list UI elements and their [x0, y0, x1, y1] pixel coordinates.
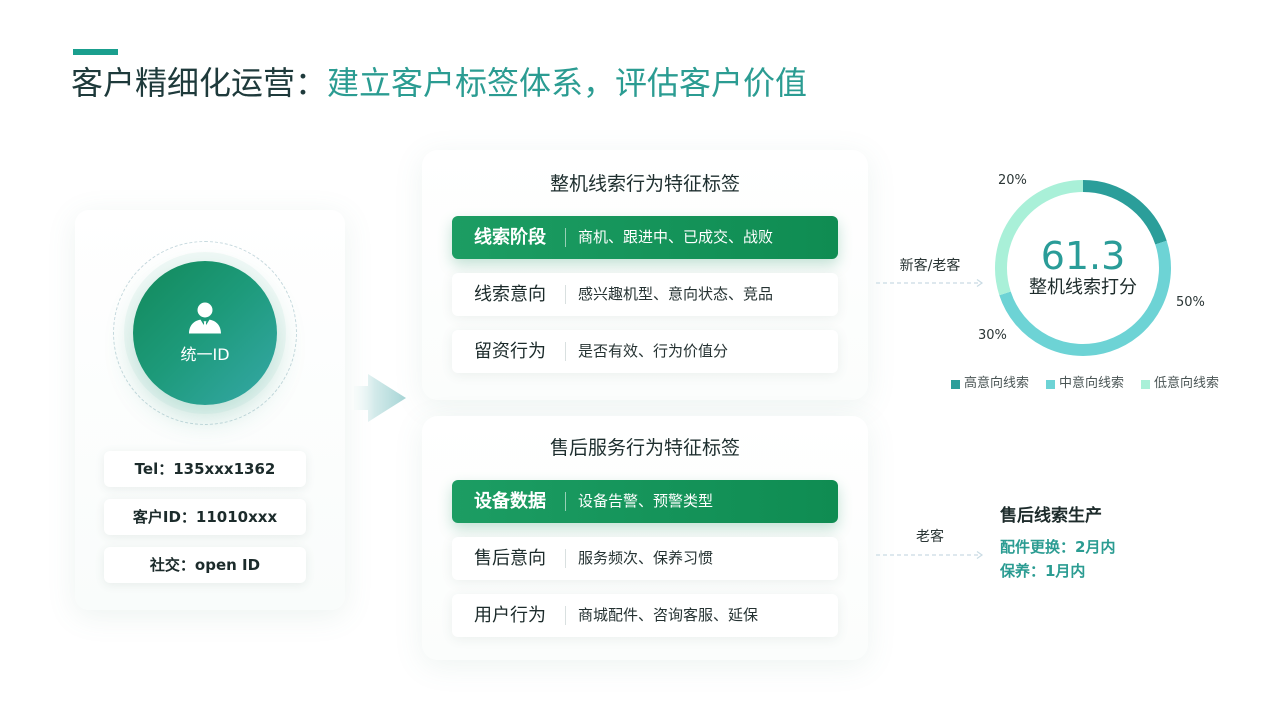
tag-row-values: 服务频次、保养习惯: [578, 549, 714, 567]
user-icon: [189, 302, 221, 334]
legend-label: 低意向线索: [1154, 376, 1220, 391]
tag-row-divider: [565, 492, 566, 511]
tag-row-values: 商机、跟进中、已成交、战败: [578, 228, 774, 246]
dashed-arrow-icon: [876, 551, 984, 559]
donut-value-label-high: 20%: [998, 173, 1027, 188]
tag-row: 售后意向 服务频次、保养习惯: [452, 537, 838, 580]
donut-segment-high-intent: [1082, 180, 1167, 245]
legend-item-medium-intent: 中意向线索: [1046, 376, 1124, 392]
slide-title: 客户精细化运营：建立客户标签体系，评估客户价值: [71, 63, 807, 103]
lead-score-value: 61.3: [1040, 234, 1126, 278]
legend-label: 中意向线索: [1059, 376, 1125, 391]
tag-row: 线索意向 感兴趣机型、意向状态、竞品: [452, 273, 838, 316]
flow-label-new-old-customers: 新客/老客: [899, 258, 961, 274]
tag-row: 线索阶段 商机、跟进中、已成交、战败: [452, 216, 838, 259]
tag-row-divider: [565, 285, 566, 304]
donut-segment-medium-intent: [999, 240, 1171, 356]
tag-row-name: 留资行为: [474, 341, 546, 362]
lead-score-label: 整机线索打分: [1029, 277, 1137, 298]
tag-row-divider: [565, 228, 566, 247]
unified-id-badge: 统一ID: [133, 261, 277, 405]
identity-field-customer-id: 客户ID：11010xxx: [104, 499, 306, 535]
legend-item-low-intent: 低意向线索: [1141, 376, 1219, 392]
after-sales-output-line: 配件更换：2月内: [1000, 538, 1116, 556]
tag-row: 设备数据 设备告警、预警类型: [452, 480, 838, 523]
tag-row-name: 线索意向: [474, 284, 546, 305]
lead-score-donut-chart: [995, 180, 1171, 356]
tag-row: 用户行为 商城配件、咨询客服、延保: [452, 594, 838, 637]
tag-row-name: 线索阶段: [474, 227, 546, 248]
donut-value-label-low: 30%: [978, 328, 1007, 343]
tag-row-divider: [565, 549, 566, 568]
tag-panel-title: 售后服务行为特征标签: [549, 437, 740, 459]
tag-row-values: 感兴趣机型、意向状态、竞品: [578, 285, 774, 303]
identity-field-social: 社交：open ID: [104, 547, 306, 583]
title-accent-text: 建立客户标签体系，评估客户价值: [327, 64, 808, 102]
tag-row-values: 是否有效、行为价值分: [578, 342, 729, 360]
tag-row-divider: [565, 606, 566, 625]
legend-label: 高意向线索: [964, 376, 1030, 391]
flow-label-old-customers: 老客: [916, 529, 944, 545]
identity-dashed-ring: [113, 241, 297, 425]
legend-item-high-intent: 高意向线索: [951, 376, 1029, 392]
after-sales-output-line: 保养：1月内: [1000, 562, 1086, 580]
title-accent-bar: [73, 49, 118, 55]
donut-segment-low-intent: [995, 180, 1084, 296]
tag-row-name: 设备数据: [474, 491, 546, 512]
legend-swatch: [1046, 379, 1056, 389]
identity-field-tel: Tel：135xxx1362: [104, 451, 306, 487]
tag-panel-after-sales: 售后服务行为特征标签 设备数据 设备告警、预警类型 售后意向 服务频次、保养习惯…: [422, 416, 868, 660]
after-sales-output-title: 售后线索生产: [1000, 506, 1102, 526]
arrow-right-icon: [354, 374, 406, 422]
tag-row-name: 用户行为: [474, 605, 546, 626]
tag-row-name: 售后意向: [474, 548, 546, 569]
legend-swatch: [1141, 379, 1151, 389]
title-main-text: 客户精细化运营：: [71, 64, 328, 102]
unified-id-label: 统一ID: [180, 345, 230, 364]
dashed-arrow-icon: [876, 279, 984, 287]
tag-row-values: 商城配件、咨询客服、延保: [578, 606, 759, 624]
identity-card: 统一ID Tel：135xxx1362 客户ID：11010xxx 社交：ope…: [75, 210, 345, 610]
tag-panel-machine-leads: 整机线索行为特征标签 线索阶段 商机、跟进中、已成交、战败 线索意向 感兴趣机型…: [422, 150, 868, 400]
legend-swatch: [951, 379, 960, 389]
donut-legend: 高意向线索 中意向线索 低意向线索: [951, 376, 1219, 392]
tag-row-divider: [565, 342, 566, 361]
tag-panel-title: 整机线索行为特征标签: [549, 173, 740, 195]
tag-row-values: 设备告警、预警类型: [578, 492, 714, 510]
tag-row: 留资行为 是否有效、行为价值分: [452, 330, 838, 373]
donut-value-label-medium: 50%: [1176, 295, 1205, 310]
